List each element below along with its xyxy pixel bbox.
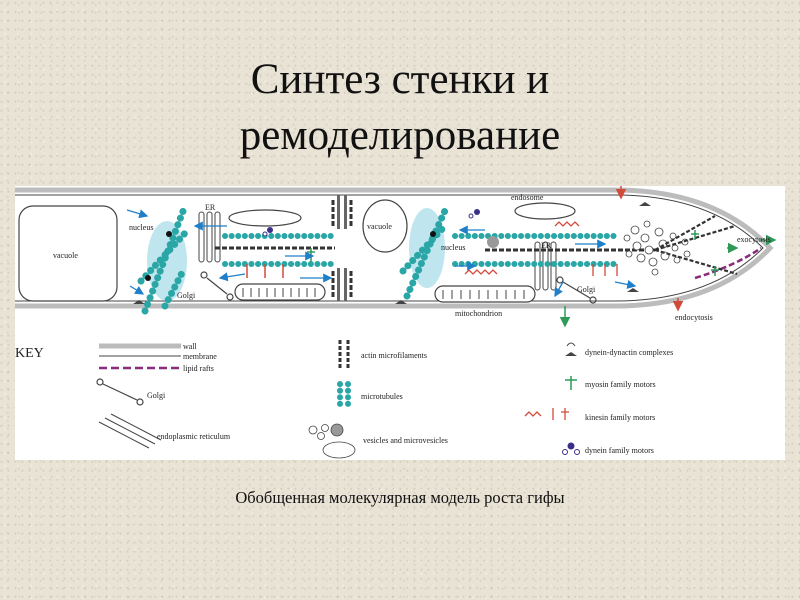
nucleus-2 — [399, 202, 451, 300]
key-dynein-swatch — [562, 442, 580, 455]
vacuole-2-label: vacuole — [367, 222, 392, 231]
transport-arrows-right — [455, 225, 637, 298]
slide-caption: Обобщенная молекулярная модель роста гиф… — [235, 488, 565, 507]
legend: KEY wall membrane lipid rafts Golgi endo… — [15, 340, 673, 459]
diagram-canvas: vacuole vacuole nucleus nucleus ER Golgi — [15, 186, 777, 459]
endosome-label: endosome — [511, 193, 544, 202]
slide-title: Синтез стенки и ремоделирование — [0, 52, 800, 164]
dynein-dynactin-markers — [133, 202, 651, 304]
vacuole-2 — [362, 199, 408, 253]
key-wall: wall — [183, 342, 198, 351]
endocytosis-label: endocytosis — [675, 313, 713, 322]
endosome — [514, 202, 576, 220]
golgi-2-label: Golgi — [577, 285, 596, 294]
microtubules-right — [452, 233, 618, 267]
dynein-motor-right — [468, 209, 480, 219]
er-1 — [198, 211, 221, 263]
key-er: endoplasmic reticulum — [157, 432, 231, 441]
slide-title-line-2: ремоделирование — [239, 112, 561, 159]
cell-wall — [15, 187, 774, 309]
kinesin-motors-left — [246, 264, 284, 278]
key-lipid-rafts: lipid rafts — [183, 364, 214, 373]
key-er-swatch — [98, 413, 162, 449]
nucleus-1 — [137, 202, 191, 315]
key-vesicles-swatch — [308, 423, 356, 459]
myosin-motors-left — [307, 248, 315, 262]
golgi-2 — [556, 276, 597, 304]
key-golgi-swatch — [96, 378, 144, 406]
key-kinesin: kinesin family motors — [585, 413, 655, 422]
golgi-1-label: Golgi — [177, 291, 196, 300]
kinesin-motors-right — [464, 221, 618, 276]
hyphal-growth-diagram: vacuole vacuole nucleus nucleus ER Golgi — [15, 186, 785, 460]
er-2-label: ER — [541, 241, 552, 250]
nucleus-1-label: nucleus — [129, 223, 153, 232]
mitochondrion-label: mitochondrion — [455, 309, 502, 318]
key-microtubules: microtubules — [361, 392, 403, 401]
lipid-raft — [694, 246, 762, 280]
key-membrane: membrane — [183, 352, 217, 361]
microtubules-left — [222, 233, 338, 267]
er-1-label: ER — [205, 203, 216, 212]
nucleus-2-label: nucleus — [441, 243, 465, 252]
septum — [337, 195, 347, 301]
actin-septum-cluster — [331, 200, 353, 298]
exocytosis-label: exocytosis — [737, 235, 771, 244]
vacuole-1-label: vacuole — [53, 251, 78, 260]
tip-myosin-motors — [691, 230, 739, 276]
transport-arrows-left — [126, 209, 333, 295]
key-dynein-dynactin: dynein-dynactin complexes — [585, 348, 673, 357]
tip-actin-fan — [654, 215, 738, 276]
vacuole-1 — [18, 205, 118, 302]
mitochondrion-1 — [234, 283, 326, 301]
key-dynein-dynactin-swatch — [565, 342, 577, 356]
grey-vesicle — [487, 236, 499, 248]
key-actin: actin microfilaments — [361, 351, 427, 360]
key-golgi: Golgi — [147, 391, 166, 400]
golgi-1 — [200, 271, 234, 301]
key-myosin: myosin family motors — [585, 380, 656, 389]
cell-membrane — [15, 194, 764, 302]
hypha-cell — [15, 187, 774, 309]
key-myosin-swatch — [565, 376, 577, 390]
dynein-motor-left — [262, 227, 273, 237]
key-heading: KEY — [15, 346, 44, 361]
slide-title-line-1: Синтез стенки и — [250, 56, 550, 103]
mitochondrion-2 — [434, 285, 536, 303]
key-dynein: dynein family motors — [585, 446, 654, 455]
key-vesicles: vesicles and microvesicles — [363, 436, 448, 445]
key-microtubules-swatch — [337, 381, 351, 411]
key-actin-swatch — [338, 340, 350, 370]
key-kinesin-swatch — [524, 408, 569, 420]
elongated-vesicle — [228, 209, 302, 227]
